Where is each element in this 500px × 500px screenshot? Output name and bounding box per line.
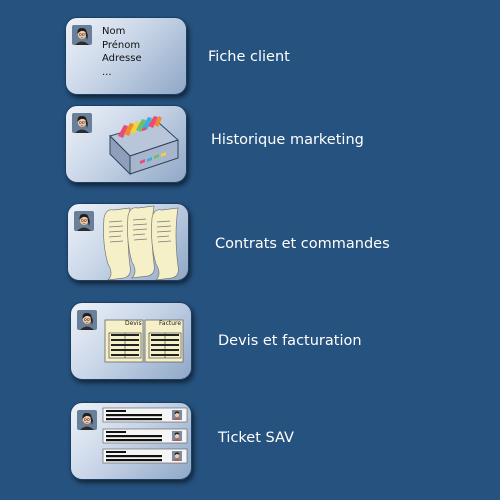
field-adresse: Adresse <box>102 53 142 64</box>
devis-doc-title: Devis <box>125 320 142 327</box>
label-contrats-commandes: Contrats et commandes <box>215 236 390 252</box>
card-contrats-commandes[interactable] <box>67 203 189 281</box>
field-nom: Nom <box>102 26 126 37</box>
label-devis-facturation: Devis et facturation <box>218 333 362 349</box>
card-ticket-sav[interactable] <box>70 402 192 480</box>
facture-doc-title: Facture <box>159 320 182 327</box>
card-historique-marketing[interactable] <box>65 105 187 183</box>
card-fiche-client[interactable]: Nom Prénom Adresse ... <box>65 17 187 95</box>
label-historique-marketing: Historique marketing <box>211 132 364 148</box>
card-devis-facturation[interactable]: Devis Facture <box>70 302 192 380</box>
ticket-list-icon <box>102 407 188 464</box>
field-more: ... <box>102 66 112 78</box>
label-ticket-sav: Ticket SAV <box>218 430 294 446</box>
field-prenom: Prénom <box>102 39 141 51</box>
invoice-documents-icon <box>104 319 184 363</box>
person-avatar-icon <box>72 25 92 45</box>
file-drawer-icon <box>109 116 179 176</box>
contract-scrolls-icon <box>103 205 179 280</box>
client-fields: Nom Prénom Adresse ... <box>102 25 142 79</box>
label-fiche-client: Fiche client <box>208 49 290 65</box>
